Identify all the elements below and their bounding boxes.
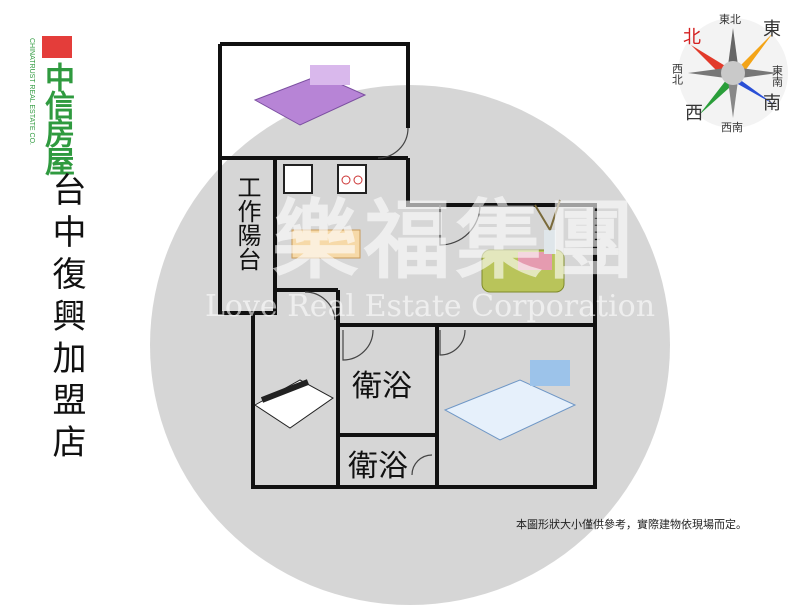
sink-icon <box>283 164 313 194</box>
furniture <box>253 65 577 441</box>
logo-icon <box>42 36 72 58</box>
balcony-label: 工作陽台 <box>233 175 261 271</box>
stove-icon <box>337 164 367 194</box>
compass-sw: 西南 <box>721 121 743 134</box>
doors <box>304 127 481 476</box>
bed-icon-purple <box>253 65 367 126</box>
compass-icon: 東北 東 東南 南 西南 西 西北 北 <box>671 13 788 134</box>
compass-e: 東 <box>763 19 781 40</box>
bath-label-1: 衛浴 <box>352 369 412 404</box>
logo-english: CHINATRUST REAL ESTATE CO. <box>28 38 35 145</box>
compass-n: 北 <box>683 27 701 48</box>
compass-ne: 東北 <box>719 13 741 26</box>
floor-plan: 衛浴 衛浴 工作陽台 東北 東 東南 南 西南 西 西北 北 <box>218 13 788 489</box>
compass-se: 東南 <box>771 65 784 87</box>
kitchen-fixtures <box>283 164 367 194</box>
watermark-cn: 樂福集團 <box>272 190 640 291</box>
plant-icon <box>534 199 561 254</box>
bath-label-2: 衛浴 <box>348 449 408 484</box>
compass-w: 西 <box>685 103 703 124</box>
walls <box>218 42 597 489</box>
logo-chinese: 中信房屋 <box>39 62 74 174</box>
compass-nw: 西北 <box>671 63 684 85</box>
watermark-en: Love Real Estate Corporation <box>205 289 656 324</box>
disclaimer: 本圖形狀大小僅供參考，實際建物依現場而定。 <box>516 518 747 531</box>
bed-icon-blue <box>443 360 577 441</box>
dining-table-icon <box>291 229 361 259</box>
compass-s: 南 <box>763 93 781 114</box>
bed-icon-black <box>254 379 334 429</box>
store-name: 台中復興加盟店 <box>46 172 86 466</box>
sofa-icon <box>481 249 565 293</box>
